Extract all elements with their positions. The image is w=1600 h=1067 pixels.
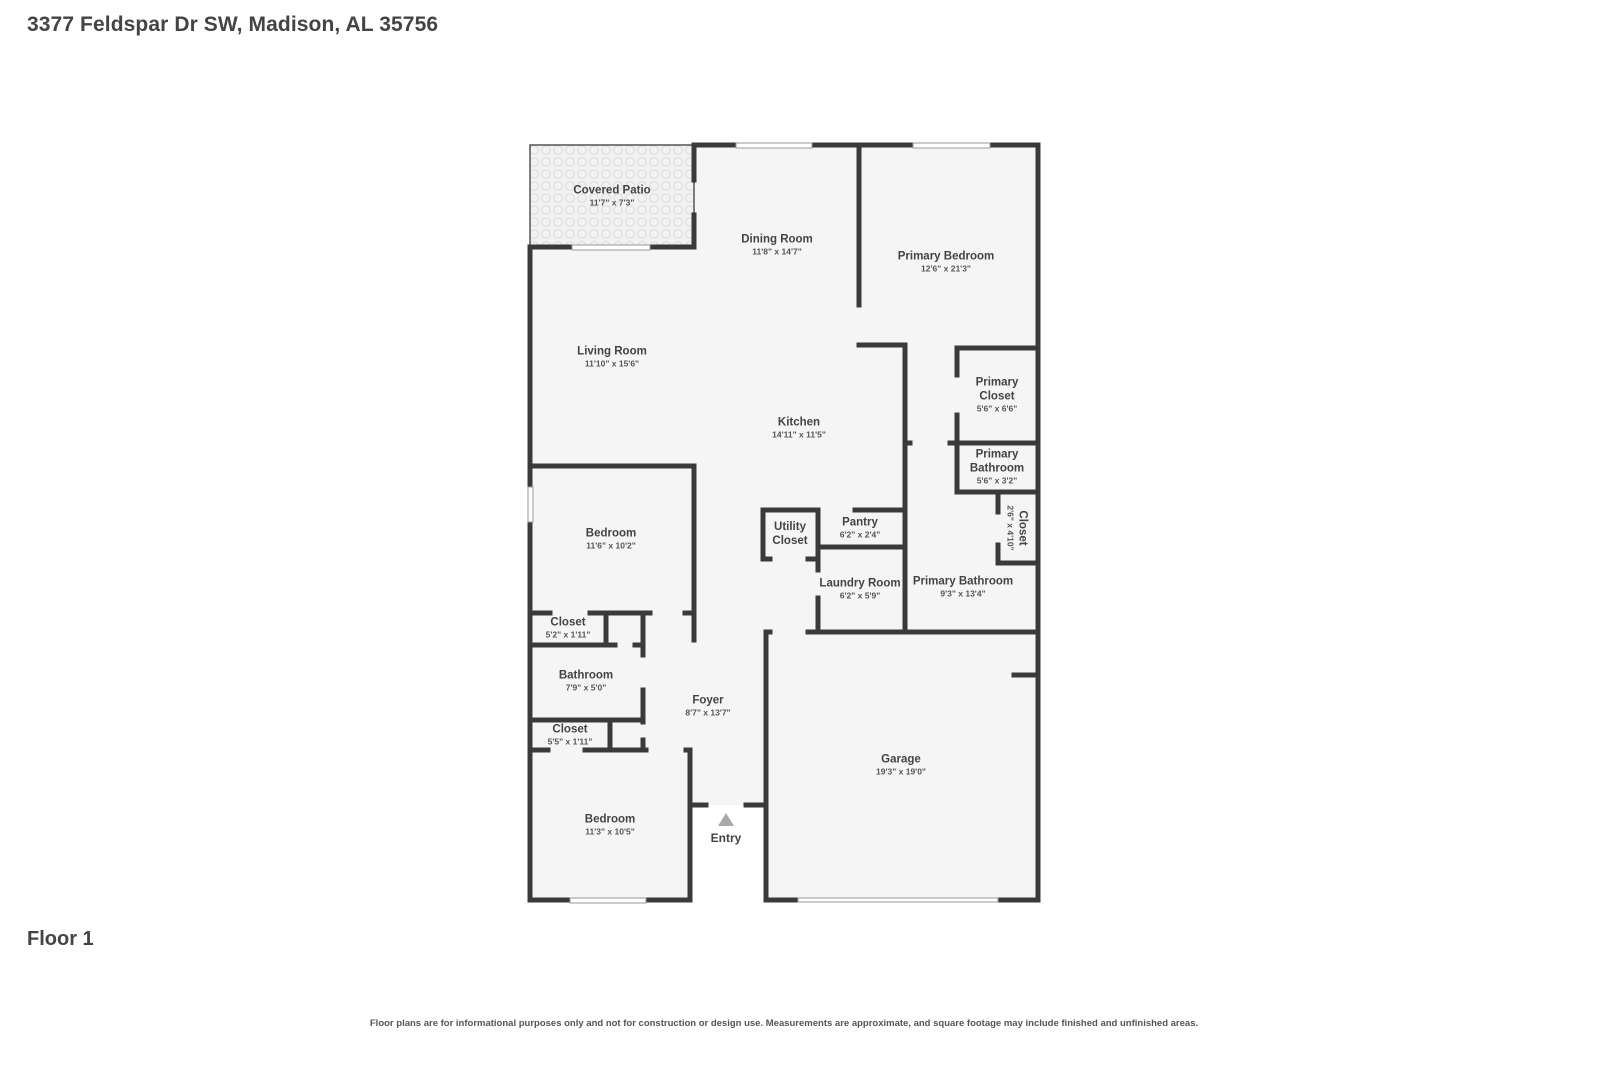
room-dimensions: 7'9" x 5'0" [565, 682, 607, 693]
room-name: Kitchen [777, 416, 821, 429]
room-dimensions: 11'6" x 10'2" [586, 540, 636, 551]
room-dimensions: 6'2" x 2'4" [839, 529, 881, 540]
room-pantry: Pantry 6'2" x 2'4" [840, 516, 880, 541]
room-name: Primary Bedroom [897, 250, 995, 263]
room-primary-bedroom: Primary Bedroom 12'6" x 21'3" [898, 250, 995, 275]
window [569, 897, 647, 904]
room-living-room: Living Room 11'10" x 15'6" [577, 345, 647, 370]
room-utility-closet: Utility Closet [772, 520, 807, 548]
room-name: Laundry Room [819, 577, 901, 590]
walls [527, 142, 1041, 903]
windows [527, 142, 999, 904]
room-name: Foyer [692, 694, 724, 707]
patio-floor [530, 145, 694, 247]
room-name: Living Room [577, 345, 647, 358]
window [571, 244, 651, 251]
window [912, 142, 991, 149]
room-name: Utility [774, 521, 806, 533]
room-dimensions: 11'7" x 7'3" [589, 197, 635, 208]
room-bathroom: Bathroom 7'9" x 5'0" [559, 669, 613, 694]
room-garage: Garage 19'3" x 19'0" [876, 753, 926, 778]
room-closet-rotated: Closet 2'6" x 4'10" [1005, 505, 1030, 550]
floor-label: Floor 1 [27, 928, 94, 950]
room-name: Bathroom [558, 669, 614, 682]
room-dimensions: 11'10" x 15'6" [584, 358, 640, 369]
room-covered-patio: Covered Patio 11'7" x 7'3" [573, 184, 650, 209]
room-name: Bedroom [585, 527, 637, 540]
room-name: Primary [975, 448, 1019, 461]
room-name: Covered Patio [573, 184, 651, 197]
room-name: Pantry [842, 516, 878, 529]
disclaimer: Floor plans are for informational purpos… [369, 1018, 1199, 1029]
room-closet-1: Closet 5'2" x 1'11" [546, 616, 591, 641]
room-dimensions: 5'6" x 3'2" [976, 475, 1018, 486]
room-primary-closet: Primary Closet 5'6" x 6'6" [976, 376, 1019, 415]
room-name: Bedroom [584, 813, 636, 826]
room-name: Closet [552, 723, 588, 736]
room-bedroom-2: Bedroom 11'3" x 10'5" [585, 813, 635, 838]
room-name: Dining Room [741, 233, 813, 246]
entry-label: Entry [710, 831, 742, 845]
room-primary-bathroom: Primary Bathroom 9'3" x 13'4" [913, 575, 1013, 600]
window [527, 486, 534, 523]
property-address: 3377 Feldspar Dr SW, Madison, AL 35756 [27, 13, 439, 36]
room-bedroom-1: Bedroom 11'6" x 10'2" [586, 527, 636, 552]
room-dining-room: Dining Room 11'8" x 14'7" [741, 233, 813, 258]
room-laundry-room: Laundry Room 6'2" x 5'9" [819, 577, 900, 602]
garage-door [797, 897, 999, 903]
room-primary-bathroom-small: Primary Bathroom 5'6" x 3'2" [970, 448, 1024, 487]
room-kitchen: Kitchen 14'11" x 11'5" [772, 416, 826, 441]
room-dimensions: 19'3" x 19'0" [876, 766, 926, 777]
room-dimensions: 11'3" x 10'5" [585, 826, 635, 837]
room-name: Primary Bathroom [912, 575, 1014, 588]
room-dimensions: 6'2" x 5'9" [839, 590, 881, 601]
room-name: Bathroom [969, 462, 1025, 475]
window [735, 142, 813, 149]
room-dimensions: 5'6" x 6'6" [976, 403, 1018, 414]
room-dimensions: 5'2" x 1'11" [545, 629, 591, 640]
room-dimensions: 14'11" x 11'5" [772, 429, 826, 440]
room-name: Primary [975, 376, 1019, 389]
room-dimensions: 5'5" x 1'11" [547, 736, 593, 747]
room-dimensions: 2'6" x 4'10" [1005, 505, 1016, 551]
room-closet-2: Closet 5'5" x 1'11" [548, 723, 593, 748]
floor-fills [530, 145, 1038, 900]
room-name: Closet [1016, 510, 1029, 546]
triangle-up-icon [718, 813, 734, 826]
room-name: Garage [881, 753, 921, 766]
room-name: Closet [979, 390, 1015, 403]
room-dimensions: 9'3" x 13'4" [940, 588, 986, 599]
room-dimensions: 11'8" x 14'7" [752, 246, 802, 257]
room-foyer: Foyer 8'7" x 13'7" [685, 694, 730, 719]
room-dimensions: 8'7" x 13'7" [685, 707, 731, 718]
room-dimensions: 12'6" x 21'3" [921, 263, 971, 274]
room-name: Closet [550, 616, 586, 629]
room-name: Closet [772, 535, 808, 547]
